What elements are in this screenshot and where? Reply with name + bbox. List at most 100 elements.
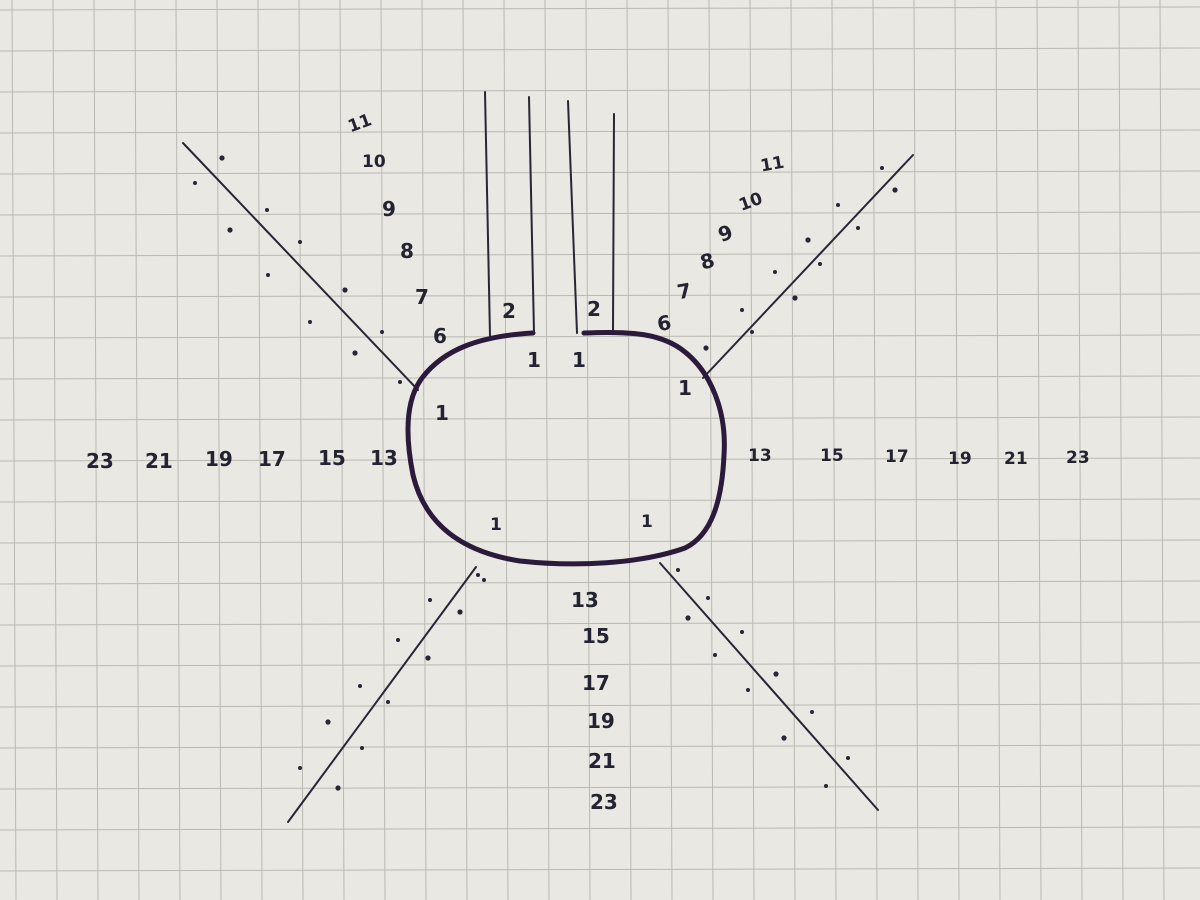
bottom-column-labels: 13 15 17 19 21 23 xyxy=(571,588,618,814)
pencil-dot xyxy=(325,719,331,725)
top-left-arc-labels: 11 10 9 8 7 6 xyxy=(345,110,447,348)
one-labels: 1 1 1 1 1 1 xyxy=(435,348,692,535)
pencil-dot xyxy=(482,578,486,582)
grid-line-horizontal xyxy=(0,621,1200,626)
pencil-dot xyxy=(824,784,828,788)
vertical-line-4 xyxy=(612,113,615,331)
grid-line-horizontal xyxy=(0,744,1200,749)
right-label: 13 xyxy=(748,446,772,466)
grid-line-vertical xyxy=(1118,0,1124,900)
pencil-dot xyxy=(457,609,463,615)
bottom-label: 17 xyxy=(582,671,610,695)
arc-label: 6 xyxy=(655,310,673,336)
ray-upper-right xyxy=(702,154,914,379)
pencil-dot xyxy=(219,155,225,161)
pencil-dot xyxy=(846,756,850,760)
pencil-dot xyxy=(266,273,270,277)
arc-label: 11 xyxy=(345,110,374,137)
pencil-dot xyxy=(810,710,814,714)
pencil-dot xyxy=(386,700,390,704)
oval-left-part xyxy=(405,329,727,567)
pencil-dot xyxy=(193,181,197,185)
grid-line-horizontal xyxy=(0,580,1200,585)
grid-line-vertical xyxy=(257,0,263,900)
grid-line-vertical xyxy=(995,0,1001,900)
ray-upper-left xyxy=(182,142,419,391)
grid-line-horizontal xyxy=(0,539,1200,544)
grid-line-vertical xyxy=(749,0,755,900)
scattered-dots xyxy=(193,155,898,791)
bottom-label: 13 xyxy=(571,588,599,612)
grid-line-vertical xyxy=(503,0,509,900)
grid-line-horizontal xyxy=(0,211,1200,216)
arc-label: 6 xyxy=(433,324,447,348)
pencil-dot xyxy=(676,568,680,572)
left-label: 23 xyxy=(86,449,114,473)
pencil-dot xyxy=(746,688,750,692)
pencil-dot xyxy=(892,187,898,193)
right-label: 21 xyxy=(1004,449,1028,469)
arc-label: 7 xyxy=(675,278,693,304)
pencil-dot xyxy=(342,287,348,293)
grid-line-horizontal xyxy=(0,129,1200,134)
right-label: 23 xyxy=(1066,448,1090,468)
grid-line-horizontal xyxy=(0,826,1200,831)
pencil-dot xyxy=(265,208,269,212)
arc-label: 10 xyxy=(736,189,765,216)
pencil-dot xyxy=(740,630,744,634)
pencil-dot xyxy=(335,785,341,791)
arc-label: 10 xyxy=(362,152,386,172)
left-label: 17 xyxy=(258,447,286,471)
arc-label: 8 xyxy=(697,248,717,275)
arc-label: 11 xyxy=(759,153,786,177)
grid-line-horizontal xyxy=(0,334,1200,339)
two-label: 2 xyxy=(502,299,516,323)
pencil-dot xyxy=(781,735,787,741)
bottom-label: 23 xyxy=(590,790,618,814)
pencil-dot xyxy=(703,345,709,351)
grid-line-vertical xyxy=(339,0,345,900)
pencil-dot xyxy=(836,203,840,207)
pencil-dot xyxy=(750,330,754,334)
pencil-dot xyxy=(476,573,480,577)
vertical-line-2 xyxy=(528,96,535,334)
one-label: 1 xyxy=(678,376,692,400)
left-label: 21 xyxy=(145,449,173,473)
pencil-dot xyxy=(773,671,779,677)
grid-line-vertical xyxy=(954,0,960,900)
pencil-dot xyxy=(352,350,358,356)
arc-label: 9 xyxy=(382,197,396,221)
pencil-dot xyxy=(358,684,362,688)
bottom-label: 19 xyxy=(587,709,615,733)
grid-line-horizontal xyxy=(0,293,1200,298)
grid-line-horizontal xyxy=(0,498,1200,503)
pencil-dot xyxy=(396,638,400,642)
pencil-dot xyxy=(713,653,717,657)
bottom-label: 21 xyxy=(588,749,616,773)
right-label: 17 xyxy=(885,447,909,467)
vertical-line-1 xyxy=(484,91,491,337)
grid-line-horizontal xyxy=(0,6,1200,11)
pencil-dot xyxy=(298,240,302,244)
vertical-line-3 xyxy=(567,100,578,334)
pencil-dot xyxy=(398,380,402,384)
grid-line-vertical xyxy=(544,0,550,900)
pencil-dot xyxy=(380,330,384,334)
grid-line-vertical xyxy=(380,0,386,900)
one-label: 1 xyxy=(641,512,653,532)
pencil-dot xyxy=(773,270,777,274)
pencil-dot xyxy=(425,655,431,661)
arc-label: 7 xyxy=(415,285,429,309)
arc-label: 8 xyxy=(400,239,414,263)
grid-line-horizontal xyxy=(0,785,1200,790)
pencil-dot xyxy=(740,308,744,312)
grid-line-vertical xyxy=(52,0,58,900)
grid-line-vertical xyxy=(1077,0,1083,900)
one-label: 1 xyxy=(527,348,541,372)
one-label: 1 xyxy=(572,348,586,372)
grid-line-horizontal xyxy=(0,867,1200,872)
grid-line-horizontal xyxy=(0,170,1200,175)
two-label: 2 xyxy=(587,297,601,321)
grid-line-vertical xyxy=(175,0,181,900)
